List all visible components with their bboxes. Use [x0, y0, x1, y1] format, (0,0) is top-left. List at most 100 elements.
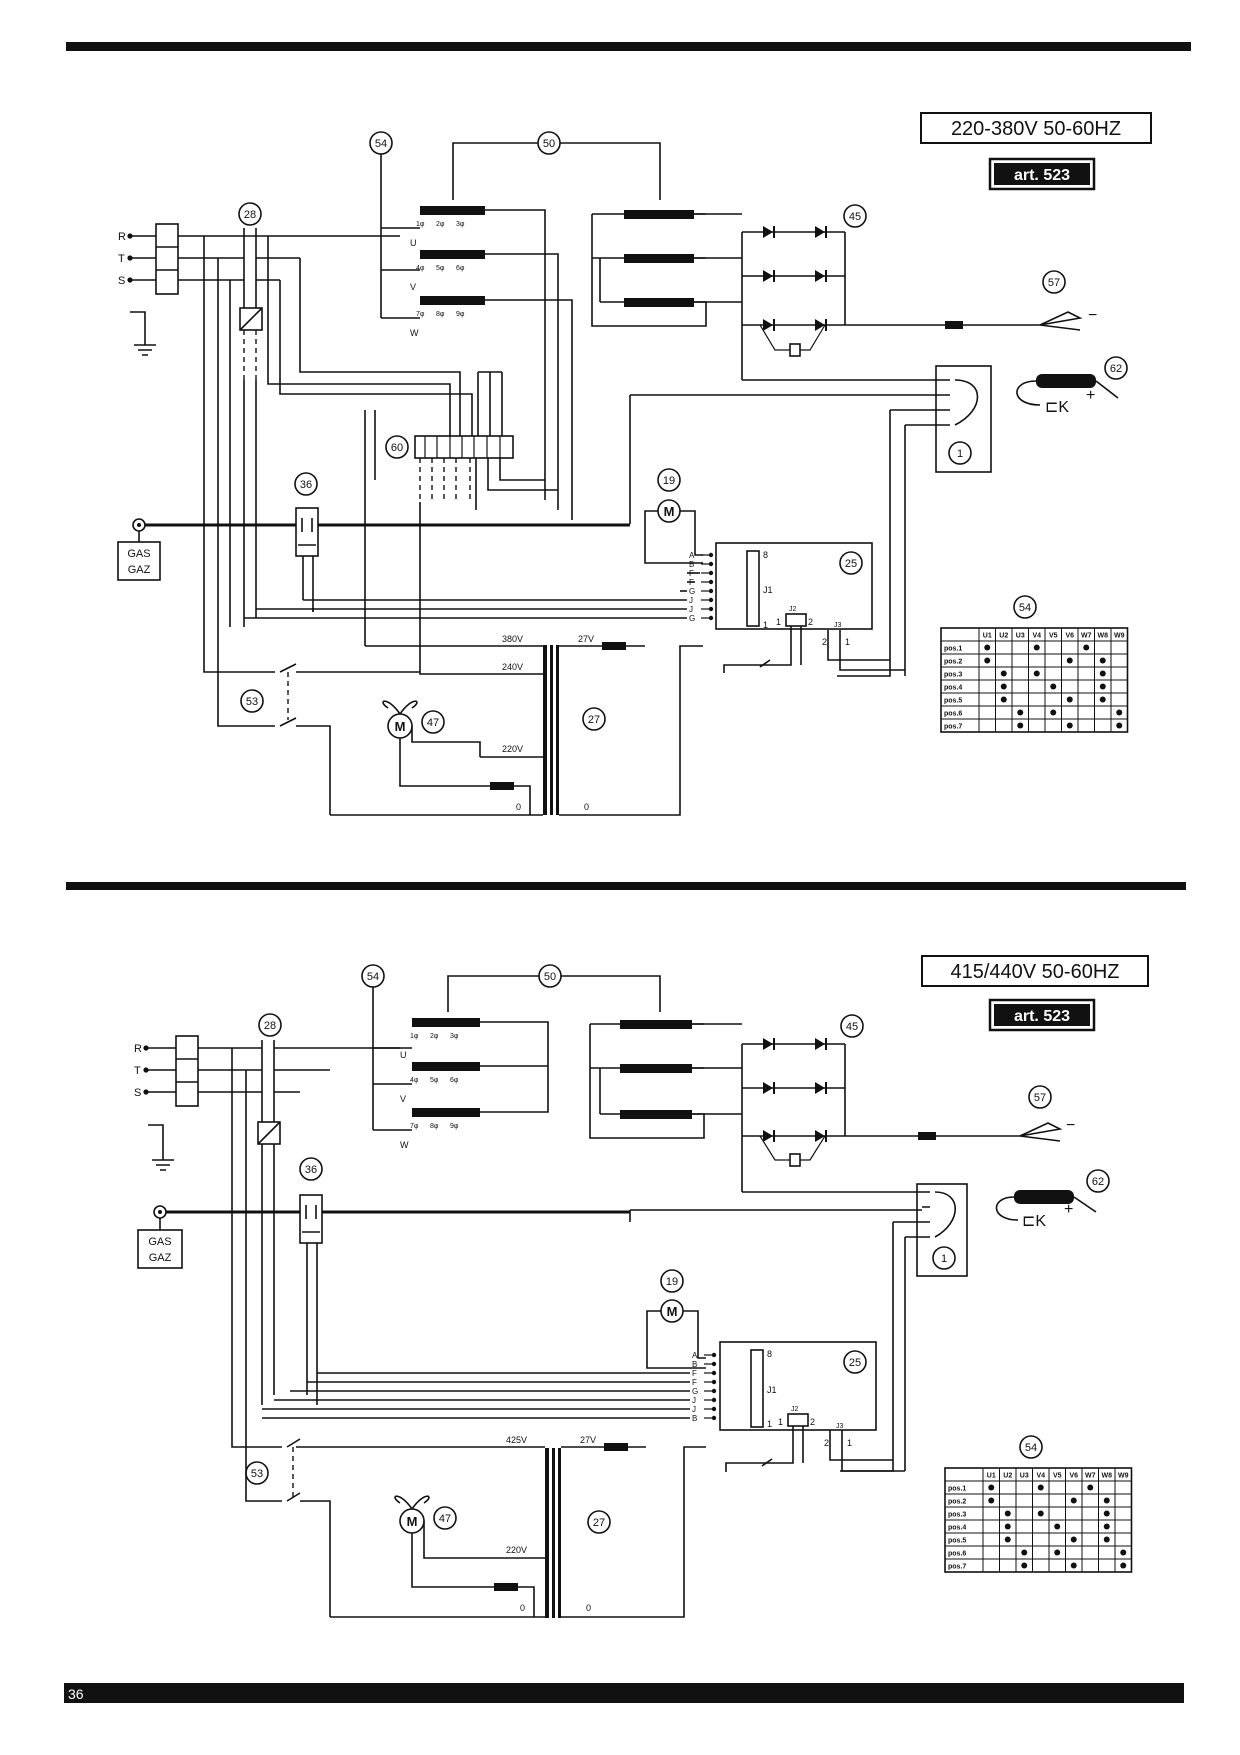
connector-pin-label: B [692, 1414, 697, 1423]
fuse-220v [490, 782, 514, 790]
svg-text:6φ: 6φ [456, 265, 465, 272]
gas-valve-36 [295, 507, 319, 557]
svg-text:J2: J2 [791, 1406, 799, 1413]
svg-text:36: 36 [305, 1164, 317, 1176]
table-dot [1000, 696, 1007, 703]
voltage-title: 220-380V 50-60HZ [951, 118, 1121, 140]
svg-text:2: 2 [824, 1438, 829, 1448]
primary-winding-w [420, 296, 485, 305]
secondary-winding-2-2 [620, 1064, 692, 1073]
table-column-header: U1 [987, 1473, 996, 1480]
phase-s-label: S [118, 275, 125, 287]
footer-rule [64, 1683, 1184, 1703]
table-dot [1103, 1536, 1110, 1543]
selector-switch-60 [414, 435, 514, 459]
svg-text:54: 54 [367, 971, 379, 983]
article-box [988, 157, 1096, 191]
table-dot [1004, 1523, 1011, 1530]
svg-text:M: M [664, 504, 675, 519]
torch-icon-2 [1014, 1190, 1074, 1204]
svg-text:62: 62 [1110, 363, 1122, 375]
table-row-label: pos.3 [944, 672, 962, 679]
torch-icon [1036, 374, 1096, 388]
mains-terminal-block-2 [175, 1035, 199, 1107]
svg-text:7φ: 7φ [410, 1123, 419, 1130]
table-column-header: V5 [1049, 633, 1058, 640]
svg-text:8φ: 8φ [430, 1123, 439, 1130]
table-row-label: pos.6 [944, 711, 962, 718]
svg-text:53: 53 [251, 1468, 263, 1480]
svg-text:J1: J1 [767, 1385, 777, 1395]
callout-25 [839, 551, 863, 575]
connector-j1 [746, 550, 760, 627]
table-dot [1050, 683, 1057, 690]
svg-text:V: V [400, 1094, 406, 1104]
table-dot [1017, 709, 1024, 716]
svg-text:27V: 27V [578, 634, 594, 644]
table-dot [1116, 709, 1123, 716]
svg-text:W: W [410, 328, 419, 338]
table-dot [1103, 1497, 1110, 1504]
voltage-title-2: 415/440V 50-60HZ [950, 961, 1119, 983]
table-dot [1120, 1562, 1127, 1569]
svg-text:1φ: 1φ [416, 221, 425, 228]
secondary-winding-3 [624, 298, 694, 307]
svg-text:27: 27 [588, 714, 600, 726]
table-dot [1021, 1549, 1028, 1556]
svg-text:1: 1 [763, 620, 768, 630]
svg-text:36: 36 [300, 479, 312, 491]
primary-winding-w-2 [412, 1108, 480, 1117]
table-column-header: V4 [1032, 633, 1041, 640]
table-row-label: pos.7 [944, 724, 962, 731]
table-dot [988, 1497, 995, 1504]
table-dot [1050, 709, 1057, 716]
svg-text:2: 2 [822, 637, 827, 647]
table-dot [1066, 696, 1073, 703]
aux-transformer-27-2 [545, 1448, 561, 1618]
svg-text:60: 60 [391, 442, 403, 454]
svg-text:28: 28 [244, 209, 256, 221]
connector-pin-label: G [689, 587, 695, 596]
table-dot [1033, 644, 1040, 651]
svg-text:9φ: 9φ [456, 311, 465, 318]
diagram-415-440v: 415/440V 50-60HZ art. 523 R T S 28 54 1φ… [134, 955, 1149, 1618]
svg-text:50: 50 [544, 971, 556, 983]
primary-winding-v-2 [412, 1062, 480, 1071]
top-rule [66, 42, 1191, 51]
svg-text:53: 53 [246, 696, 258, 708]
svg-text:3φ: 3φ [450, 1033, 459, 1040]
svg-text:1: 1 [776, 617, 781, 627]
svg-text:+: + [1064, 1201, 1073, 1218]
svg-text:47: 47 [439, 1513, 451, 1525]
svg-text:220V: 220V [502, 744, 523, 754]
svg-text:27V: 27V [580, 1435, 596, 1445]
table-dot [1004, 1510, 1011, 1517]
svg-text:425V: 425V [506, 1435, 527, 1445]
svg-text:U: U [410, 238, 417, 248]
table-column-header: V6 [1069, 1473, 1078, 1480]
article-label-2: art. 523 [1014, 1008, 1070, 1025]
svg-text:+: + [1086, 387, 1095, 404]
table-dot [1017, 722, 1024, 729]
primary-winding-u-2 [412, 1018, 480, 1027]
table-dot [1054, 1549, 1061, 1556]
table-dot [984, 657, 991, 664]
svg-text:3φ: 3φ [456, 221, 465, 228]
svg-text:−: − [1066, 1117, 1075, 1134]
svg-text:GAS: GAS [127, 548, 150, 560]
callout-45-2 [840, 1014, 864, 1038]
svg-text:54: 54 [1019, 602, 1031, 614]
svg-text:4φ: 4φ [410, 1077, 419, 1084]
table-column-header: V4 [1036, 1473, 1045, 1480]
svg-text:25: 25 [849, 1357, 861, 1369]
connector-j1-2 [750, 1349, 764, 1428]
svg-text:1: 1 [847, 1438, 852, 1448]
table-row-label: pos.6 [948, 1551, 966, 1558]
svg-text:54: 54 [1025, 1442, 1037, 1454]
table-column-header: U3 [1020, 1473, 1029, 1480]
aux-transformer-27 [543, 645, 559, 815]
connector-pin-label: B [689, 560, 694, 569]
fuse-27v [602, 642, 626, 650]
voltage-title-box [920, 112, 1152, 144]
table-column-header: U2 [999, 633, 1008, 640]
